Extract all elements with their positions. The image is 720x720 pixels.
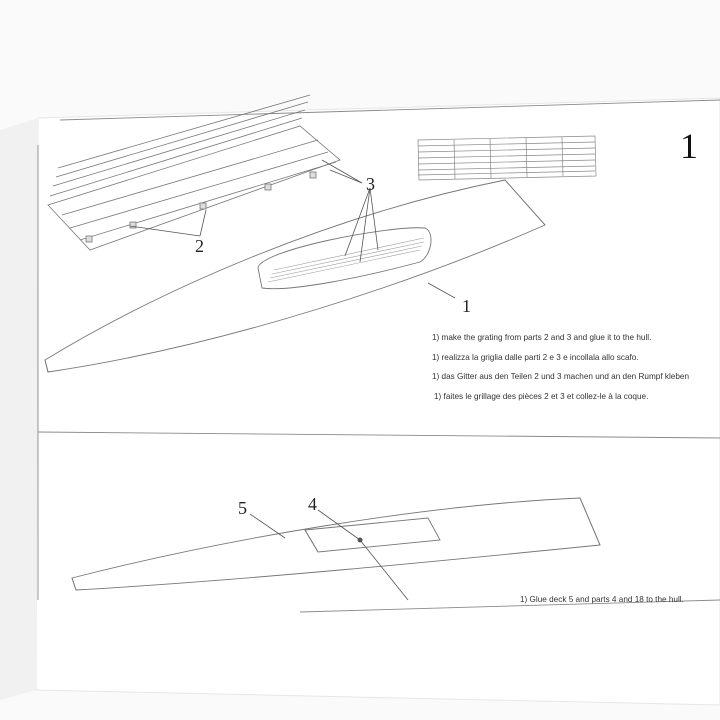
- callout-4: 4: [308, 494, 317, 514]
- part-4-marker: [357, 537, 363, 543]
- grating-assembly-drawing: [47, 94, 341, 251]
- callout-1: 1: [462, 296, 471, 316]
- paper: [35, 97, 720, 706]
- hull-step1: [44, 179, 546, 373]
- instruction-fr: 1) faites le grillage des pièces 2 et 3 …: [434, 392, 648, 401]
- frame-lines: [37, 99, 720, 613]
- leader-lines-step1: [129, 159, 456, 299]
- instruction-en: 1) make the grating from parts 2 and 3 a…: [432, 333, 651, 342]
- callout-5: 5: [238, 498, 247, 518]
- callout-2: 2: [195, 236, 204, 256]
- hull-step2: [71, 497, 601, 591]
- instruction-step2: 1) Glue deck 5 and parts 4 and 18 to the…: [520, 595, 684, 604]
- step-number: 1: [680, 126, 698, 166]
- leader-lines-step2: [249, 509, 409, 601]
- instruction-de: 1) das Gitter aus den Teilen 2 und 3 mac…: [432, 372, 689, 381]
- grating-top-view: [417, 135, 597, 181]
- callout-3: 3: [366, 174, 375, 194]
- paper-shadow: [0, 118, 38, 700]
- instruction-it: 1) realizza la griglia dalle parti 2 e 3…: [432, 353, 639, 362]
